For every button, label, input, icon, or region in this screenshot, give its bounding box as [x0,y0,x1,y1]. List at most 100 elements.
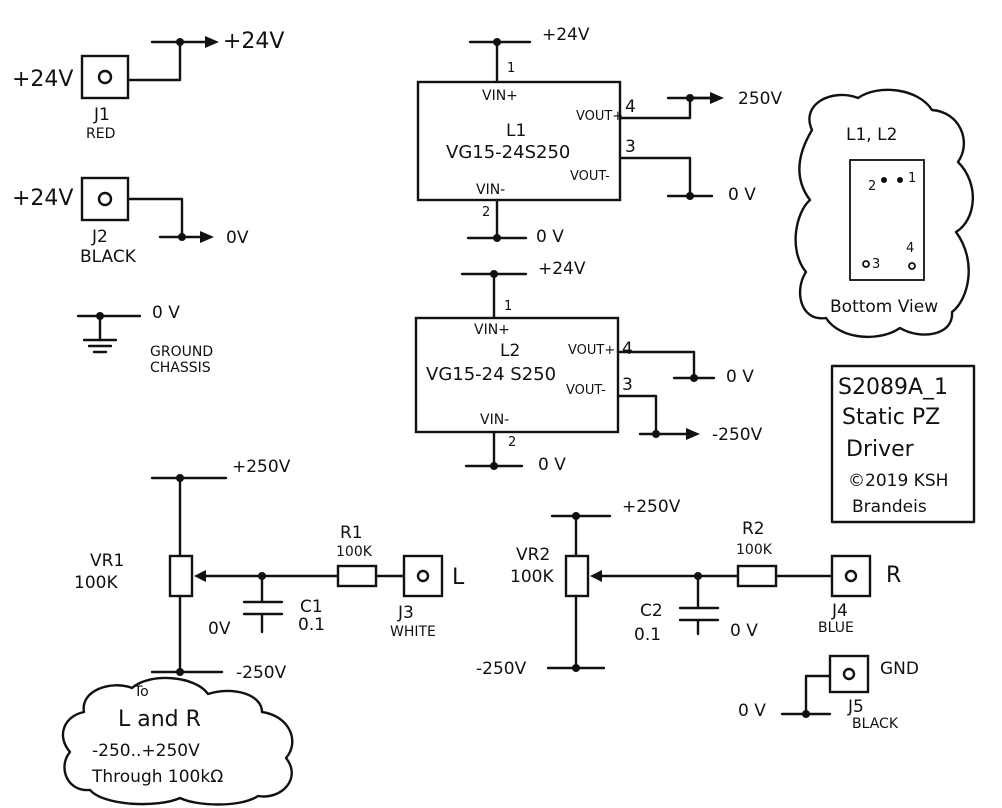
note-line3: Through 100kΩ [91,767,223,787]
l2-part: VG15-24 S250 [426,364,556,385]
ground-chassis: 0 V GROUND CHASSIS [76,303,213,376]
left-channel: +250V VR1 100K 0V C1 0.1 R1 100K L J3 WH… [74,457,465,683]
l2-ref: L2 [500,341,520,361]
j4-signal: R [886,563,901,588]
j1-color: RED [86,126,115,142]
j3-signal: L [452,565,465,590]
j1-out-label: +24V [223,29,284,54]
j5-ref: J5 [847,697,864,717]
l1-out-label: 250V [738,89,782,109]
l1-vin-minus: VIN- [476,182,505,198]
l1-part: VG15-24S250 [446,142,570,163]
j2-color: BLACK [80,247,137,267]
c1-ref: C1 [300,597,323,617]
c2-zero-label: 0 V [730,621,758,641]
j1-ref: J1 [93,105,110,125]
l1-out-arrow [710,92,724,104]
r2-ref: R2 [742,519,765,539]
l1-vout-minus-wire [618,156,692,198]
l1-out-junction [686,94,694,102]
l1-zero-label: 0 V [728,185,756,205]
l1-pin1: 1 [507,61,515,76]
c2-value: 0.1 [634,625,661,645]
l2-vout-minus: VOUT- [566,383,606,398]
j5-zero-label: 0 V [738,701,766,721]
ground-label-line2: CHASSIS [150,360,211,376]
note-line1: L and R [118,707,201,732]
note-cloud-outline [61,676,294,806]
vr1-top-label: +250V [232,457,291,477]
j2-jack-hole [97,191,113,207]
l2-zero-label: 0 V [726,367,754,387]
j1-arrow [205,36,219,48]
l2-gnd-junction [490,462,498,470]
l1-gnd-junction [493,234,501,242]
j3-ref: J3 [397,603,414,623]
title-block: S2089A_1 Static PZ Driver ©2019 KSH Bran… [830,364,976,524]
l1-pin2: 2 [482,205,490,220]
j3-jack-hole [416,569,430,583]
c1-symbol [242,574,284,634]
l2-vout-plus-wire [616,350,696,380]
j4-ref: J4 [831,601,848,621]
l2-out-junction [652,430,660,438]
vr2-body [564,554,590,598]
converter-l1: +24V 1 VIN+ VOUT+ L1 VG15-24S250 VOUT- V… [416,25,782,247]
l2-pin1: 1 [504,299,512,314]
j5-signal: GND [880,659,919,679]
vr1-wiper-arrow [194,570,206,582]
vr1-body [168,554,194,598]
connector-j1: +24V J1 RED +24V [12,29,284,142]
j1-junction [176,38,184,46]
l2-zero-junction [690,374,698,382]
connector-j5: GND J5 BLACK 0 V [738,654,919,732]
l1-pin3: 3 [625,137,636,157]
j5-jack-body [828,654,870,694]
vr1-value: 100K [74,573,118,593]
ground-zero-label: 0 V [152,303,180,323]
c1-value: 0.1 [298,615,325,635]
vr1-bottom-label: -250V [236,663,287,683]
j2-jack-body [80,176,130,222]
l1-vout-minus: VOUT- [570,169,610,184]
j2-ref: J2 [91,227,108,247]
vr2-value: 100K [510,567,554,587]
l2-vin-label: +24V [538,259,586,279]
l1-vin-label: +24V [542,25,590,45]
title-line3: Driver [846,437,915,462]
vr2-top-label: +250V [622,497,681,517]
l2-pin4: 4 [622,339,633,359]
j5-color: BLACK [852,716,899,732]
connector-j2: +24V J2 BLACK 0V [12,176,249,267]
pinout-cloud: L1, L2 2 1 4 3 Bottom View [794,88,974,339]
pinout-package [849,159,925,281]
pinout-pin2: 2 [868,179,876,194]
pinout-pin2-pad [881,177,887,183]
r1-value: 100K [336,544,373,560]
c2-ref: C2 [640,601,663,621]
j2-junction [178,233,186,241]
l1-gnd-label: 0 V [536,227,564,247]
l2-vin-minus: VIN- [480,412,509,428]
j1-jack-body [80,54,130,100]
j5-jack-hole [842,667,856,681]
j1-wire [126,40,182,82]
pinout-pin3-pad [862,260,870,268]
r1-body [336,564,378,588]
l1-ref: L1 [506,121,526,141]
ground-label-line1: GROUND [150,344,213,360]
j3-color: WHITE [390,624,436,640]
vr2-ref: VR2 [516,545,550,565]
j2-supply-label: +24V [12,186,73,211]
l2-pin2: 2 [508,435,516,450]
converter-l2: +24V 1 VIN+ VOUT+ L2 VG15-24 S250 VOUT- … [414,259,763,475]
j4-jack-hole [844,569,858,583]
vr1-bottom-junction [176,668,184,676]
r1-ref: R1 [340,523,363,543]
r2-body [736,564,778,588]
right-channel: +250V VR2 100K 0 V C2 0.1 R2 100K R J4 B… [476,497,901,679]
pinout-pin3: 3 [872,257,880,272]
pinout-title: L1, L2 [846,125,897,145]
j4-jack-body [830,554,872,598]
